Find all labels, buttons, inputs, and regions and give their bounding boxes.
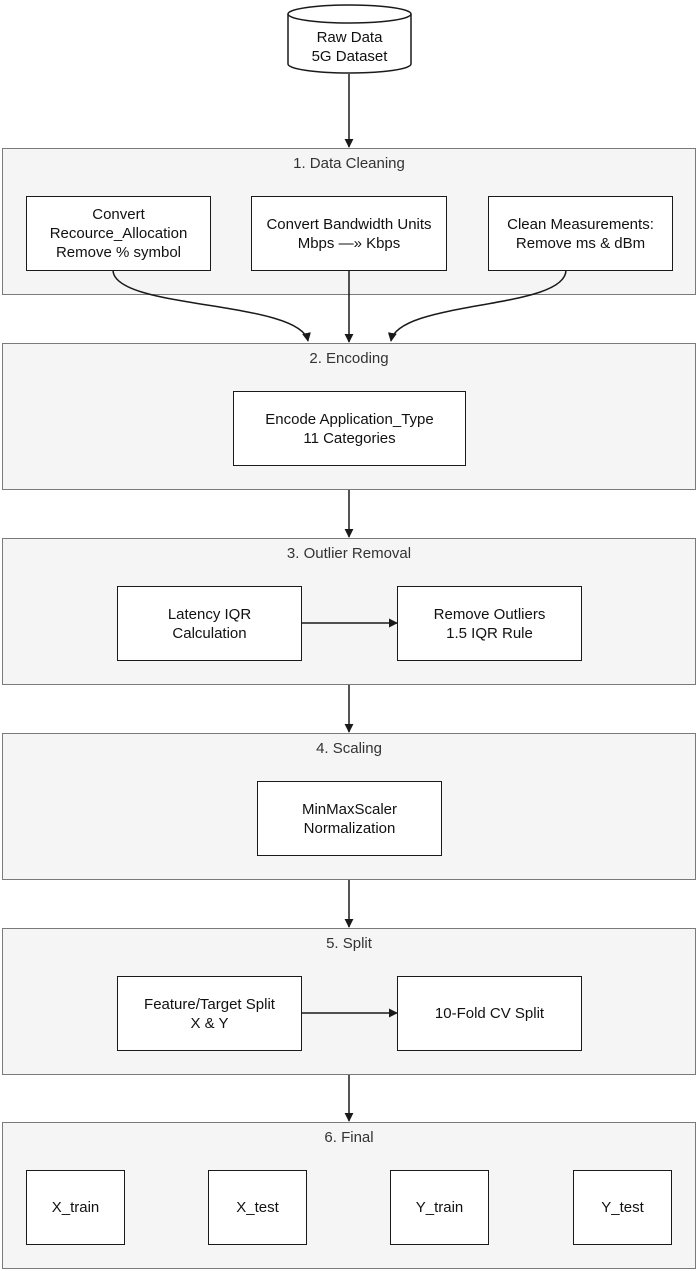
cv-split-node: 10-Fold CV Split (397, 976, 582, 1051)
stage-title: 4. Scaling (316, 740, 382, 757)
database-icon (287, 4, 412, 74)
node-line: Encode Application_Type (265, 410, 434, 428)
stage-title: 2. Encoding (309, 350, 389, 367)
node-line: Y_test (601, 1199, 644, 1216)
arrow-clean-to-encoding (387, 269, 567, 342)
clean-measurements-node: Clean Measurements: Remove ms & dBm (488, 196, 673, 271)
stage-title: 3. Outlier Removal (286, 545, 412, 562)
node-line: Y_train (415, 1199, 464, 1216)
node-line: Normalization (303, 819, 396, 837)
node-line: Convert Bandwidth Units (266, 215, 432, 233)
node-line: 1.5 IQR Rule (446, 624, 533, 642)
node-line: Remove % symbol (55, 244, 182, 261)
x-train-node: X_train (26, 1170, 125, 1245)
node-line: 11 Categories (303, 429, 396, 447)
node-line: Mbps —» Kbps (297, 234, 401, 252)
encode-application-type-node: Encode Application_Type 11 Categories (233, 391, 466, 466)
x-test-node: X_test (208, 1170, 307, 1245)
node-line: Remove ms & dBm (515, 234, 646, 252)
minmax-scaler-node: MinMaxScaler Normalization (257, 781, 442, 856)
node-line: X_test (236, 1199, 279, 1216)
arrow-convert-to-encoding (112, 269, 311, 342)
node-line: Convert (92, 206, 145, 223)
node-line: Remove Outliers (433, 605, 546, 623)
node-line: Feature/Target Split (144, 995, 275, 1013)
convert-bandwidth-node: Convert Bandwidth Units Mbps —» Kbps (251, 196, 447, 271)
source-node: Raw Data 5G Dataset (288, 28, 411, 66)
node-line: 10-Fold CV Split (434, 1005, 545, 1022)
node-line: Recource_Allocation (49, 225, 188, 242)
node-line: MinMaxScaler (301, 800, 398, 818)
node-line: Latency IQR (167, 605, 252, 623)
source-line-1: Raw Data (316, 29, 383, 46)
node-line: X_train (51, 1199, 100, 1216)
node-line: Calculation (172, 624, 247, 642)
node-line: Clean Measurements: (507, 215, 654, 233)
stage-title: 1. Data Cleaning (293, 155, 405, 172)
y-test-node: Y_test (573, 1170, 672, 1245)
remove-outliers-node: Remove Outliers 1.5 IQR Rule (397, 586, 582, 661)
stage-title: 6. Final (324, 1129, 374, 1146)
latency-iqr-node: Latency IQR Calculation (117, 586, 302, 661)
node-line: X & Y (190, 1014, 229, 1032)
feature-target-split-node: Feature/Target Split X & Y (117, 976, 302, 1051)
stage-title: 5. Split (326, 935, 372, 952)
source-line-2: 5G Dataset (311, 48, 388, 65)
y-train-node: Y_train (390, 1170, 489, 1245)
convert-resource-allocation-node: Convert Recource_Allocation Remove % sym… (26, 196, 211, 271)
